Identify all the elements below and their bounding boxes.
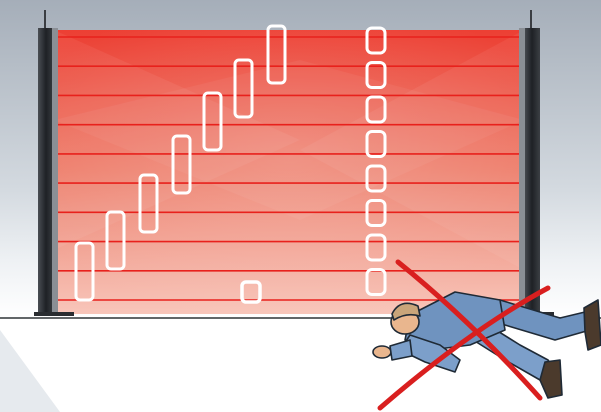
stacked-object [365,130,387,158]
diagonal-object [138,173,159,234]
stacked-object [365,233,387,262]
diagonal-object [74,241,95,302]
diagonal-objects [74,24,287,302]
stacked-object [365,164,387,193]
stacked-object [365,268,387,296]
stacked-object [365,26,387,55]
stacked-object [365,199,387,227]
diagonal-object [105,210,126,271]
stacked-objects [365,26,387,296]
small-object [240,280,262,304]
stacked-object [365,95,387,124]
red-x-prohibited-icon [377,259,551,411]
left-post [34,10,74,316]
diagonal-object [202,91,223,152]
diagonal-object [266,24,287,85]
light-curtain-field [54,30,524,314]
stacked-object [365,61,387,89]
diagonal-object [171,134,192,195]
diagonal-object [233,58,254,119]
floor-shadow [0,330,60,412]
